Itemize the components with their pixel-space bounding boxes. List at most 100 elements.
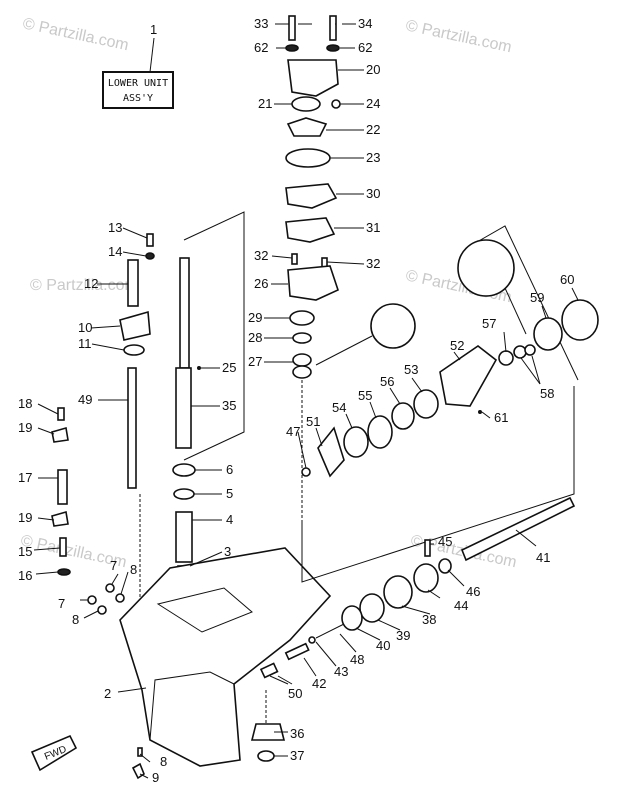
label-18: 18 <box>18 396 32 411</box>
label-15: 15 <box>18 544 32 559</box>
label-36: 36 <box>290 726 304 741</box>
impeller <box>286 117 328 137</box>
label-16: 16 <box>18 568 32 583</box>
shift-rod-assembly <box>51 233 155 600</box>
label-1: 1 <box>150 22 157 37</box>
label-60: 60 <box>560 272 574 287</box>
label-19b: 19 <box>18 510 32 525</box>
label-33: 33 <box>254 16 268 31</box>
shift-rod-49 <box>127 367 137 489</box>
propeller-shaft-41 <box>460 496 576 562</box>
reverse-gear-51 <box>317 426 345 478</box>
shift-rod-12 <box>127 259 139 307</box>
label-20: 20 <box>366 62 380 77</box>
shim-40 <box>341 605 363 631</box>
o-ring-24 <box>331 99 341 109</box>
washer-58b <box>524 344 536 356</box>
label-32b: 32 <box>366 256 380 271</box>
trim-tab-36 <box>250 723 286 741</box>
watermark: © Partzilla.com <box>404 17 513 56</box>
detail-inset-clutch <box>457 239 515 297</box>
label-17: 17 <box>18 470 32 485</box>
bolt-33 <box>288 15 296 41</box>
shim-56 <box>391 402 415 430</box>
plug-7b <box>87 595 97 605</box>
label-43: 43 <box>334 664 348 679</box>
shim-54 <box>343 426 369 458</box>
bolt-15 <box>59 537 67 557</box>
pump-housing <box>287 59 339 97</box>
label-37: 37 <box>290 748 304 763</box>
label-62b: 62 <box>358 40 372 55</box>
label-40: 40 <box>376 638 390 653</box>
detail-inset-key <box>370 303 416 349</box>
label-14: 14 <box>108 244 122 259</box>
bearing-53 <box>413 389 439 419</box>
label-12: 12 <box>84 276 98 291</box>
watermark: © Partzilla.com <box>30 277 138 294</box>
label-13: 13 <box>108 220 122 235</box>
label-35: 35 <box>222 398 236 413</box>
label-49: 49 <box>78 392 92 407</box>
label-24: 24 <box>366 96 380 111</box>
screw-9 <box>131 762 145 780</box>
label-25: 25 <box>222 360 236 375</box>
title-box: LOWER UNIT ASS'Y <box>102 37 174 109</box>
label-3: 3 <box>224 544 231 559</box>
bearing-housing-52 <box>439 345 498 407</box>
washer-62a <box>285 44 299 52</box>
label-52: 52 <box>450 338 464 353</box>
label-5: 5 <box>226 486 233 501</box>
bearing-60 <box>561 299 599 341</box>
label-7b: 7 <box>58 596 65 611</box>
snap-ring-59 <box>533 317 563 351</box>
gasket-31 <box>285 217 336 243</box>
label-51: 51 <box>306 414 320 429</box>
label-28: 28 <box>248 330 262 345</box>
washer-62b <box>326 44 340 52</box>
shim-47 <box>301 467 311 477</box>
water-pump-assembly <box>285 15 416 520</box>
propeller-shaft-assembly <box>259 225 599 685</box>
o-ring-57 <box>498 350 514 366</box>
clip-19b <box>51 510 69 527</box>
label-27: 27 <box>248 354 262 369</box>
pin-25 <box>197 366 201 370</box>
washer-14 <box>145 252 155 260</box>
label-62a: 62 <box>254 40 268 55</box>
label-34: 34 <box>358 16 372 31</box>
forward-gear-38 <box>383 575 413 609</box>
label-55: 55 <box>358 388 372 403</box>
oil-seal-11 <box>123 344 145 356</box>
gasket-8a <box>115 593 125 603</box>
label-57: 57 <box>482 316 496 331</box>
bolt-34 <box>329 15 337 41</box>
label-44: 44 <box>454 598 468 613</box>
bearing-6 <box>172 463 196 477</box>
label-31: 31 <box>366 220 380 235</box>
label-29: 29 <box>248 310 262 325</box>
label-19a: 19 <box>18 420 32 435</box>
label-53: 53 <box>404 362 418 377</box>
pin-18 <box>57 407 65 421</box>
label-48: 48 <box>350 652 364 667</box>
pump-base <box>287 265 339 301</box>
leader-lines <box>33 23 579 779</box>
label-50: 50 <box>288 686 302 701</box>
bearing-55 <box>367 415 393 449</box>
fwd-arrow-icon <box>30 734 78 772</box>
title-line-1: LOWER UNIT <box>108 78 168 89</box>
drive-shaft <box>179 257 190 369</box>
oil-seal-27b <box>292 365 312 379</box>
clip-19a <box>51 426 69 443</box>
drive-shaft-lower <box>175 367 192 449</box>
label-41: 41 <box>536 550 550 565</box>
dowel-32a <box>291 253 298 265</box>
label-8a: 8 <box>130 562 137 577</box>
label-21: 21 <box>258 96 272 111</box>
screw-13 <box>146 233 154 247</box>
part-number-labels: 1 2 3 4 5 6 7 7 8 8 8 9 10 11 12 13 14 1… <box>18 16 574 785</box>
title-line-2: ASS'Y <box>123 93 153 104</box>
sleeve-4 <box>175 511 193 563</box>
